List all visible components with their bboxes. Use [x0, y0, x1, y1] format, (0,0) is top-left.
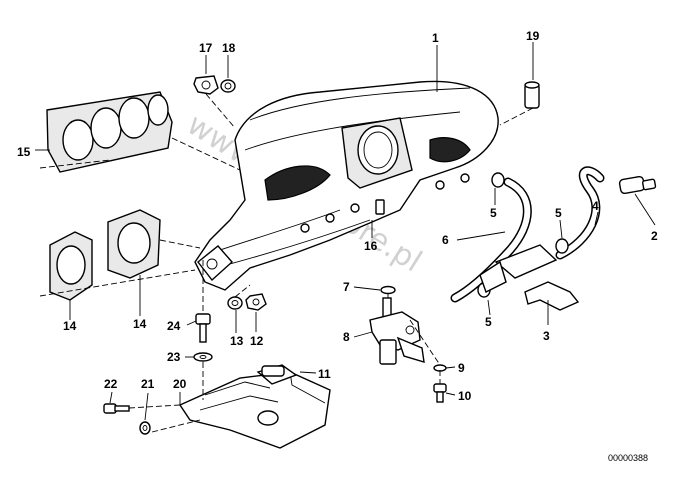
bolt-22	[103, 403, 130, 414]
nut-17	[193, 75, 219, 95]
label-16: 16	[364, 239, 378, 253]
label-8: 8	[343, 330, 350, 344]
label-13: 13	[230, 334, 244, 348]
bolt-24	[195, 313, 211, 343]
leader-lines	[35, 42, 656, 433]
hose-6	[450, 177, 532, 303]
hose-4	[555, 166, 605, 260]
sensor-8	[369, 297, 425, 365]
label-3: 3	[543, 329, 550, 343]
heat-shield-20	[178, 371, 331, 449]
intake-manifold	[194, 80, 499, 291]
doc-number: 00000388	[608, 453, 648, 463]
nut-12	[245, 293, 267, 311]
label-18: 18	[222, 41, 236, 55]
label-23: 23	[167, 350, 181, 364]
washer-18	[220, 79, 236, 93]
washer-13	[227, 296, 243, 310]
exhaust-gasket-right	[107, 209, 161, 279]
label-19: 19	[526, 29, 540, 43]
label-1: 1	[432, 31, 439, 45]
label-14b: 14	[133, 317, 147, 331]
sleeve-19	[524, 81, 540, 109]
exhaust-gasket-long	[46, 91, 173, 173]
bracket-3	[524, 281, 580, 311]
label-12: 12	[250, 334, 264, 348]
washer-23	[193, 352, 213, 362]
label-6: 6	[442, 233, 449, 247]
callout-labels: 1 2 3 4 5 5 5 6 7 8 9 10 11 12 13 14 14 …	[17, 29, 658, 403]
bolt-10	[433, 383, 447, 403]
label-7: 7	[343, 280, 350, 294]
label-4: 4	[592, 199, 599, 213]
washer-21	[139, 421, 151, 435]
label-21: 21	[141, 377, 155, 391]
label-22: 22	[104, 377, 118, 391]
connector-11	[256, 364, 298, 385]
label-17: 17	[199, 41, 213, 55]
label-15: 15	[17, 145, 31, 159]
clamp-5-top	[491, 172, 505, 188]
check-valve-2	[618, 175, 657, 195]
label-5a: 5	[490, 206, 497, 220]
label-24: 24	[167, 319, 181, 333]
bolt-16	[375, 199, 385, 215]
clamp-5-right	[555, 238, 569, 254]
label-11: 11	[318, 367, 331, 381]
exhaust-gasket-left	[49, 231, 93, 301]
washer-7	[380, 285, 396, 295]
label-5b: 5	[555, 206, 562, 220]
label-14a: 14	[63, 319, 77, 333]
label-2: 2	[651, 229, 658, 243]
label-10: 10	[458, 389, 472, 403]
label-5c: 5	[485, 315, 492, 329]
valve-body	[479, 244, 558, 293]
label-9: 9	[458, 361, 465, 375]
label-20: 20	[173, 377, 187, 391]
